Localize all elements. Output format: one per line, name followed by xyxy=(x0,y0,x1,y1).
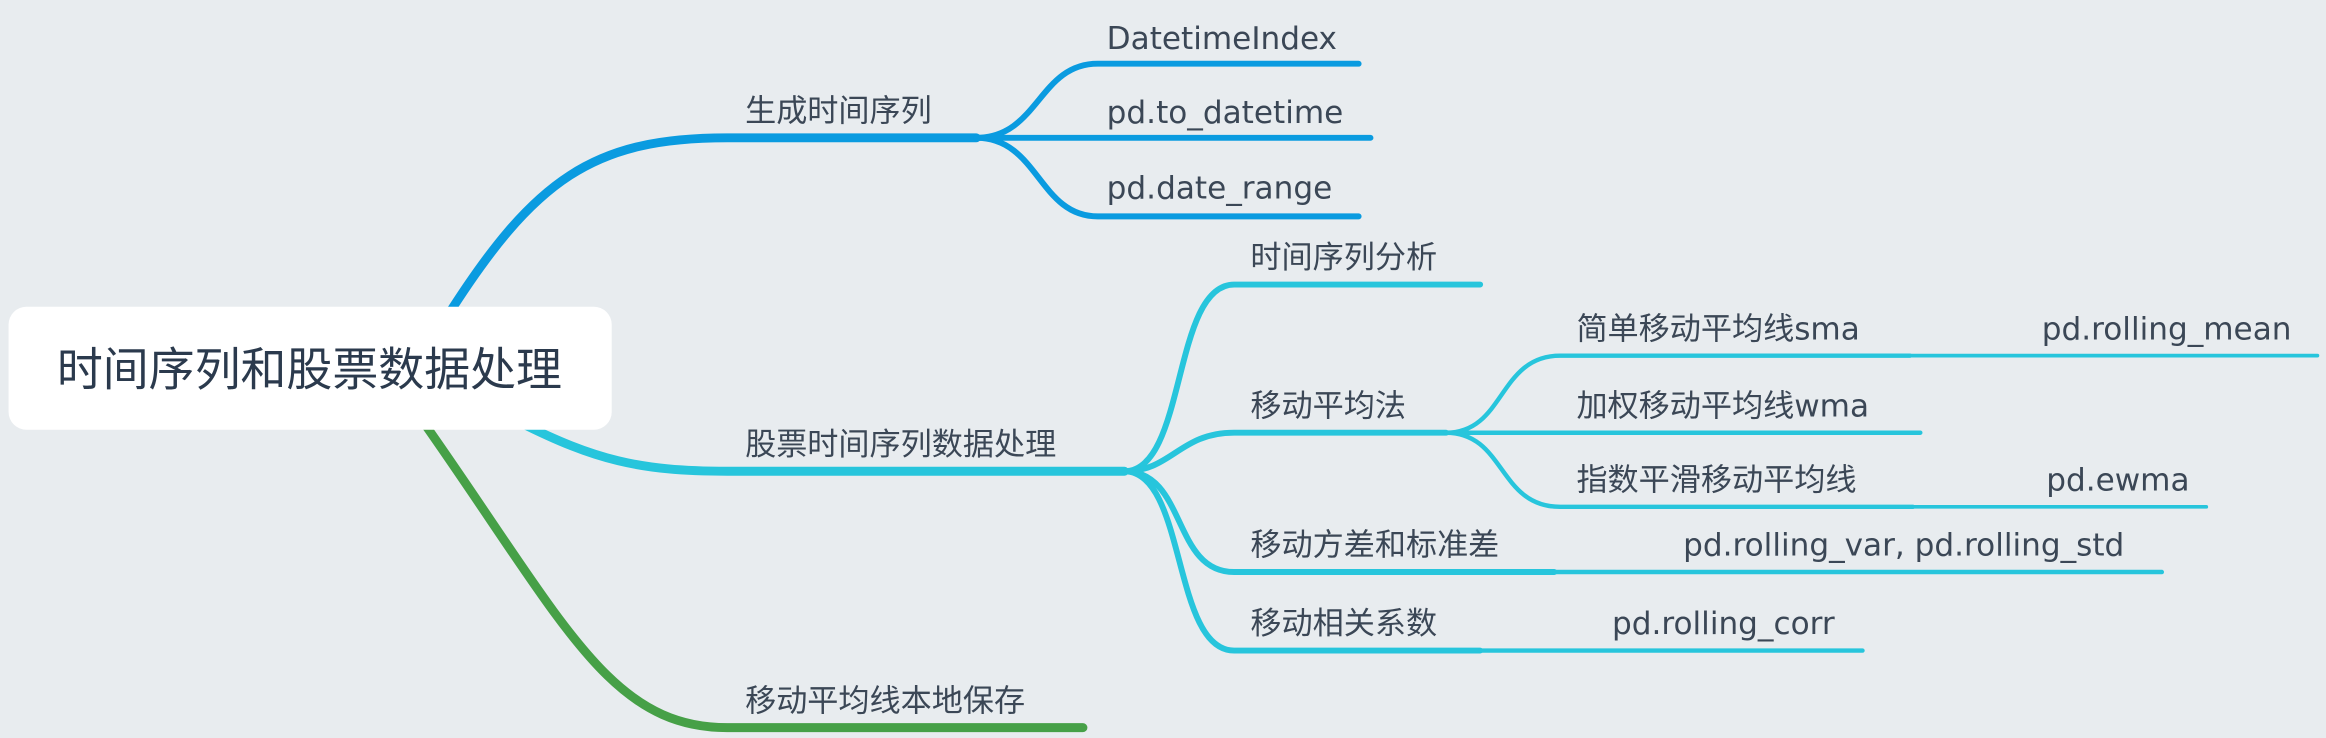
root-node[interactable] xyxy=(8,306,612,430)
edge-moving-average xyxy=(1121,429,1450,475)
edge-ewma-label xyxy=(1443,430,1916,510)
node-rolling-var-std[interactable]: pd.rolling_var, pd.rolling_std xyxy=(1683,528,2124,564)
node-moving-corr[interactable]: 移动相关系数 xyxy=(1250,606,1437,642)
edge-sma xyxy=(1443,353,1913,435)
node-rolling-corr[interactable]: pd.rolling_corr xyxy=(1612,606,1835,642)
node-stock-series[interactable]: 股票时间序列数据处理 xyxy=(745,427,1056,463)
node-datetimeindex[interactable]: DatetimeIndex xyxy=(1107,21,1337,57)
node-wma[interactable]: 加权移动平均线wma xyxy=(1576,388,1869,424)
branch-line-stock-series xyxy=(515,417,1129,476)
node-date-range[interactable]: pd.date_range xyxy=(1107,171,1333,207)
node-pd-ewma[interactable]: pd.ewma xyxy=(2046,463,2189,499)
node-exp-smoothing[interactable]: 指数平滑移动平均线 xyxy=(1576,463,1856,499)
node-sma[interactable]: 简单移动平均线sma xyxy=(1576,311,1859,347)
node-series-analysis[interactable]: 时间序列分析 xyxy=(1250,240,1437,276)
node-moving-var-std[interactable]: 移动方差和标准差 xyxy=(1250,528,1499,564)
branch-line-save-local xyxy=(419,417,1088,733)
edge-moving-corr xyxy=(1121,468,1484,654)
branch-line-generate-series xyxy=(441,133,981,324)
root-label: 时间序列和股票数据处理 xyxy=(57,342,562,396)
edge-series-analysis xyxy=(1121,281,1484,475)
edge-datetimeindex xyxy=(973,60,1362,141)
node-to-datetime[interactable]: pd.to_datetime xyxy=(1107,95,1344,131)
node-rolling-mean[interactable]: pd.rolling_mean xyxy=(2042,311,2292,347)
node-moving-average[interactable]: 移动平均法 xyxy=(1250,388,1406,424)
node-generate-series[interactable]: 生成时间序列 xyxy=(745,94,932,130)
edge-date-range xyxy=(973,134,1362,220)
node-save-local[interactable]: 移动平均线本地保存 xyxy=(745,683,1025,719)
